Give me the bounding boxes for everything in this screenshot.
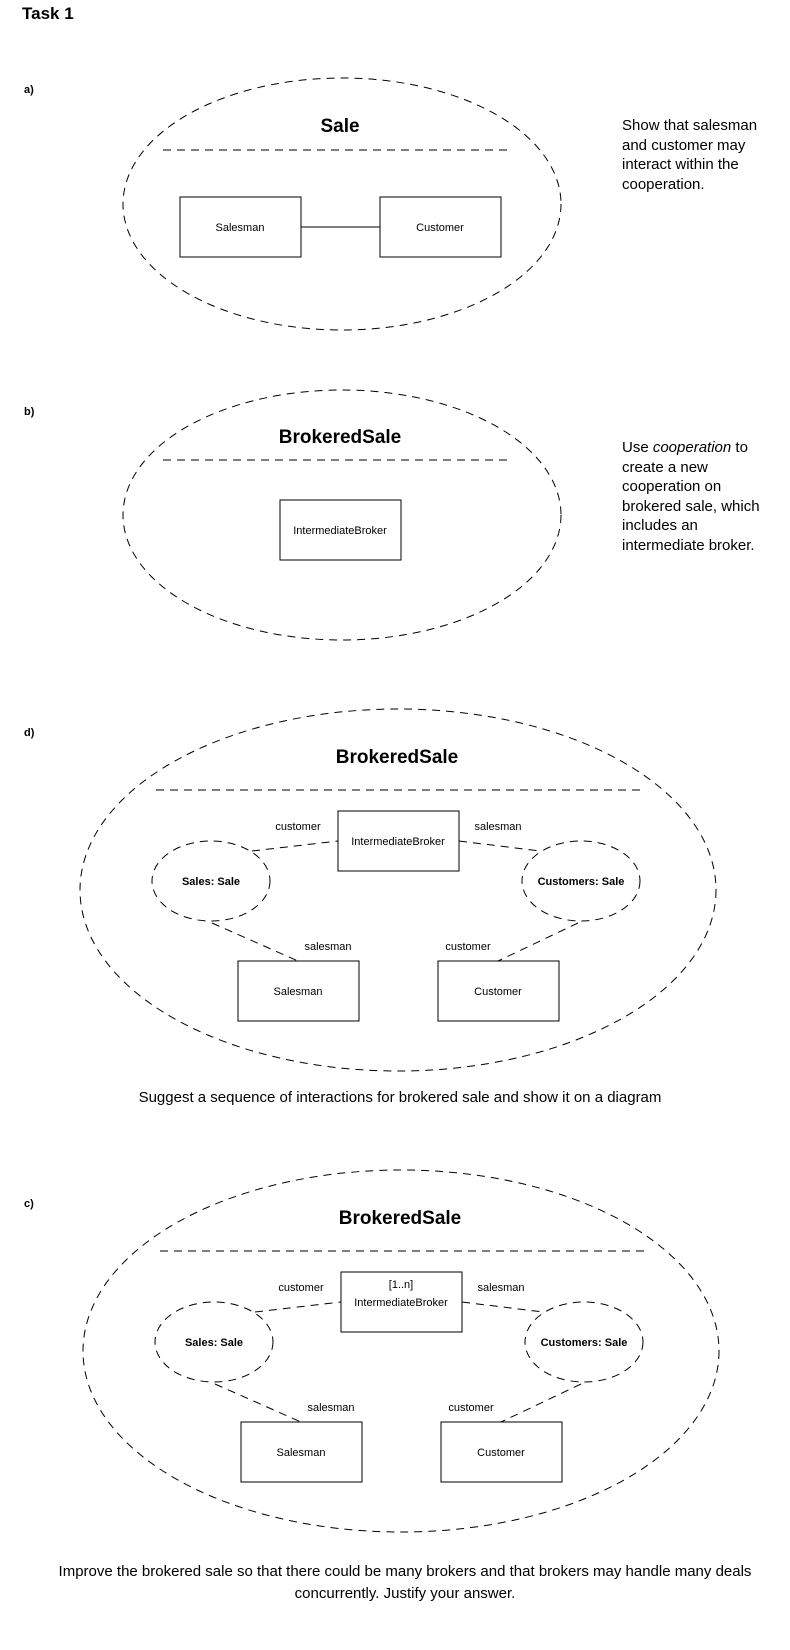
- cooperation-ellipse: [122, 389, 562, 641]
- connector: [214, 1383, 302, 1423]
- diagram-c: BrokeredSale Sales: Sale Customers: Sale…: [82, 1169, 720, 1533]
- role-binding-label: customer: [278, 1282, 324, 1294]
- note-text: Use: [622, 439, 653, 456]
- connector: [461, 1301, 544, 1313]
- customer-role-box: [440, 1421, 563, 1483]
- customers-collaboration-label: Customers: Sale: [541, 1337, 628, 1349]
- role-binding-label: salesman: [474, 821, 521, 833]
- customer-role-box: [379, 196, 502, 258]
- broker-role-box: [340, 1271, 463, 1333]
- section-b-label: b): [24, 406, 35, 418]
- role-binding-label: salesman: [307, 1402, 354, 1414]
- broker-role-label: IntermediateBroker: [354, 1297, 448, 1309]
- salesman-role-box: [240, 1421, 363, 1483]
- note-text: to create a new cooperation on brokered …: [622, 439, 760, 554]
- cooperation-ellipse: [82, 1169, 720, 1533]
- broker-role-label: IntermediateBroker: [351, 836, 445, 848]
- customers-collaboration-use: [524, 1301, 644, 1383]
- connector: [251, 840, 339, 852]
- role-binding-label: customer: [448, 1402, 494, 1414]
- cooperation-title: BrokeredSale: [336, 747, 459, 768]
- page-title: Task 1: [22, 4, 74, 23]
- broker-role-label: IntermediateBroker: [293, 525, 387, 537]
- connector: [497, 922, 579, 962]
- customer-role-box: [437, 960, 560, 1022]
- note-emphasis: cooperation: [652, 439, 732, 456]
- salesman-role-box: [237, 960, 360, 1022]
- section-a-label: a): [24, 84, 34, 96]
- role-binding-label: salesman: [304, 941, 351, 953]
- section-c-label: c): [24, 1198, 34, 1210]
- salesman-role-label: Salesman: [216, 222, 265, 234]
- role-binding-label: customer: [445, 941, 491, 953]
- connector: [211, 922, 299, 962]
- cooperation-title: BrokeredSale: [279, 427, 402, 448]
- customers-collaboration-use: [521, 840, 641, 922]
- diagram-b: BrokeredSale IntermediateBroker: [122, 389, 562, 641]
- cooperation-ellipse: [79, 708, 717, 1072]
- section-d-label: d): [24, 727, 35, 739]
- sales-collaboration-use: [151, 840, 271, 922]
- section-b-note: Use cooperation to create a new cooperat…: [622, 438, 782, 555]
- salesman-role-label: Salesman: [277, 1447, 326, 1459]
- diagram-d: BrokeredSale Sales: Sale Customers: Sale…: [79, 708, 717, 1072]
- section-d-caption: Suggest a sequence of interactions for b…: [138, 1089, 662, 1106]
- role-binding-label: salesman: [477, 1282, 524, 1294]
- sales-collaboration-label: Sales: Sale: [182, 876, 240, 888]
- customer-role-label: Customer: [477, 1447, 525, 1459]
- broker-multiplicity: [1..n]: [389, 1279, 413, 1291]
- cooperation-title: BrokeredSale: [339, 1208, 462, 1229]
- cooperation-title: Sale: [320, 116, 359, 137]
- section-c-caption: Improve the brokered sale so that there …: [58, 1563, 752, 1602]
- connector: [500, 1383, 582, 1423]
- cooperation-ellipse: [122, 77, 562, 331]
- broker-role-box: [279, 499, 402, 561]
- customer-role-label: Customer: [416, 222, 464, 234]
- section-a-note: Show that salesman and customer may inte…: [622, 117, 758, 193]
- sales-collaboration-label: Sales: Sale: [185, 1337, 243, 1349]
- diagram-a: Sale Salesman Customer: [122, 77, 562, 331]
- connector: [458, 840, 541, 852]
- role-binding-label: customer: [275, 821, 321, 833]
- connector: [254, 1301, 342, 1313]
- salesman-role-label: Salesman: [274, 986, 323, 998]
- salesman-role-box: [179, 196, 302, 258]
- sales-collaboration-use: [154, 1301, 274, 1383]
- customers-collaboration-label: Customers: Sale: [538, 876, 625, 888]
- customer-role-label: Customer: [474, 986, 522, 998]
- broker-role-box: [337, 810, 460, 872]
